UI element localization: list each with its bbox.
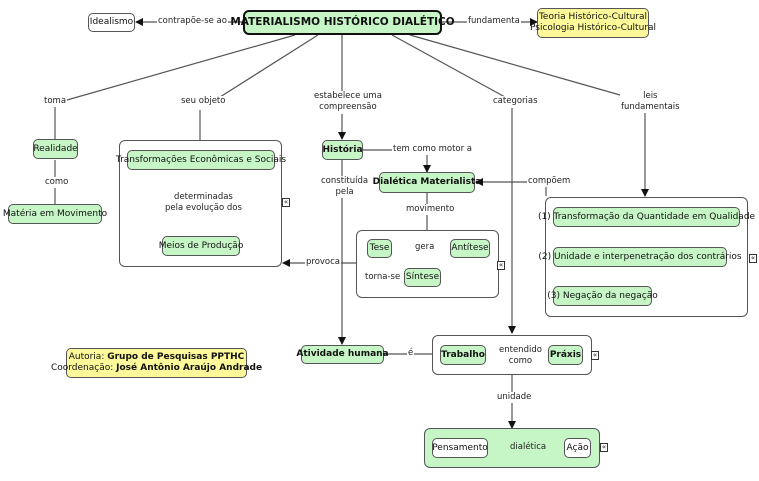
link-constituida: constituída pela bbox=[320, 176, 370, 198]
concept-dialetica[interactable]: Dialética Materialista bbox=[373, 172, 481, 193]
link-como: como bbox=[44, 177, 70, 188]
collapse-icon[interactable]: « bbox=[591, 351, 599, 360]
line-seu-objeto-a bbox=[219, 34, 319, 98]
line-leis-a bbox=[409, 34, 621, 96]
link-contrapoe: contrapõe-se ao bbox=[157, 16, 228, 27]
link-estabelece-line1: estabelece uma bbox=[314, 91, 382, 101]
concept-acao[interactable]: Ação bbox=[564, 438, 591, 458]
concept-teoria-line2: Psicologia Histórico-Cultural bbox=[530, 23, 657, 33]
credits-note: Autoria: Grupo de Pesquisas PPTHC Coorde… bbox=[51, 348, 262, 378]
link-leis-line2: fundamentais bbox=[621, 102, 680, 112]
link-torna-se: torna-se bbox=[364, 272, 402, 283]
concept-materia[interactable]: Matéria em Movimento bbox=[3, 204, 107, 224]
line-categorias-a bbox=[391, 34, 506, 98]
link-entendido-line2: como bbox=[508, 356, 533, 366]
concept-transformacoes[interactable]: Transformações Econômicas e Sociais bbox=[116, 150, 286, 170]
link-estabelece: estabelece uma compreensão bbox=[313, 91, 383, 113]
link-movimento: movimento bbox=[405, 204, 456, 215]
collapse-icon[interactable]: « bbox=[749, 254, 757, 263]
concept-lei-1[interactable]: (1) Transformação da Quantidade em Quali… bbox=[538, 207, 755, 227]
concept-pensamento[interactable]: Pensamento bbox=[432, 438, 488, 458]
link-estabelece-line2: compreensão bbox=[319, 102, 377, 112]
concept-antitese[interactable]: Antítese bbox=[450, 239, 490, 258]
link-provoca: provoca bbox=[305, 257, 342, 268]
link-entendido-line1: entendido bbox=[499, 345, 542, 355]
concept-atividade[interactable]: Atividade humana bbox=[296, 345, 389, 364]
credits-coordenacao-label: Coordenação: bbox=[50, 363, 114, 373]
collapse-icon[interactable]: « bbox=[497, 261, 505, 270]
link-constituida-line1: constituída bbox=[321, 176, 369, 186]
concept-praxis[interactable]: Práxis bbox=[548, 345, 583, 365]
link-leis-fundamentais: leis fundamentais bbox=[620, 91, 681, 113]
link-fundamenta: fundamenta bbox=[467, 16, 521, 27]
link-leis-line1: leis bbox=[643, 91, 658, 101]
link-unidade: unidade bbox=[496, 392, 533, 403]
link-categorias: categorias bbox=[492, 96, 539, 107]
concept-lei-3[interactable]: (3) Negação da negação bbox=[547, 286, 658, 306]
concept-trabalho[interactable]: Trabalho bbox=[440, 345, 486, 365]
link-tem-como-motor: tem como motor a bbox=[392, 144, 474, 155]
credits-autoria-label: Autoria: bbox=[68, 352, 105, 362]
link-gera: gera bbox=[414, 242, 436, 253]
credits-coordenacao: Coordenação: José Antônio Araújo Andrade bbox=[51, 363, 262, 374]
link-compoem: compõem bbox=[527, 176, 572, 187]
concept-tese[interactable]: Tese bbox=[367, 239, 392, 258]
concept-teoria[interactable]: Teoria Histórico-Cultural Psicologia His… bbox=[530, 8, 656, 38]
concept-meios[interactable]: Meios de Produção bbox=[159, 236, 243, 256]
credits-autoria-value: Grupo de Pesquisas PPTHC bbox=[107, 352, 245, 362]
collapse-icon[interactable]: « bbox=[282, 198, 290, 207]
concept-sintese[interactable]: Síntese bbox=[404, 268, 441, 287]
credits-coordenacao-value: José Antônio Araújo Andrade bbox=[116, 363, 263, 373]
credits-autoria: Autoria: Grupo de Pesquisas PPTHC bbox=[69, 352, 245, 363]
concept-idealismo[interactable]: Idealismo bbox=[88, 13, 135, 32]
concept-realidade[interactable]: Realidade bbox=[33, 139, 78, 159]
concept-root[interactable]: MATERIALISMO HISTÓRICO DIALÉTICO bbox=[230, 10, 455, 35]
link-toma: toma bbox=[43, 96, 68, 107]
collapse-icon[interactable]: « bbox=[600, 443, 608, 452]
line-toma-a bbox=[66, 34, 296, 101]
link-constituida-line2: pela bbox=[335, 187, 354, 197]
link-dialetica: dialética bbox=[509, 442, 548, 453]
link-determinadas-line1: determinadas bbox=[174, 192, 233, 202]
link-determinadas: determinadas pela evolução dos bbox=[164, 192, 243, 214]
link-e: é bbox=[407, 348, 415, 359]
link-determinadas-line2: pela evolução dos bbox=[165, 203, 242, 213]
concept-lei-2[interactable]: (2) Unidade e interpenetração dos contrá… bbox=[538, 247, 742, 267]
link-seu-objeto: seu objeto bbox=[180, 96, 227, 107]
concept-historia[interactable]: História bbox=[322, 140, 363, 160]
concept-teoria-line1: Teoria Histórico-Cultural bbox=[538, 12, 648, 22]
link-entendido: entendido como bbox=[498, 345, 543, 367]
